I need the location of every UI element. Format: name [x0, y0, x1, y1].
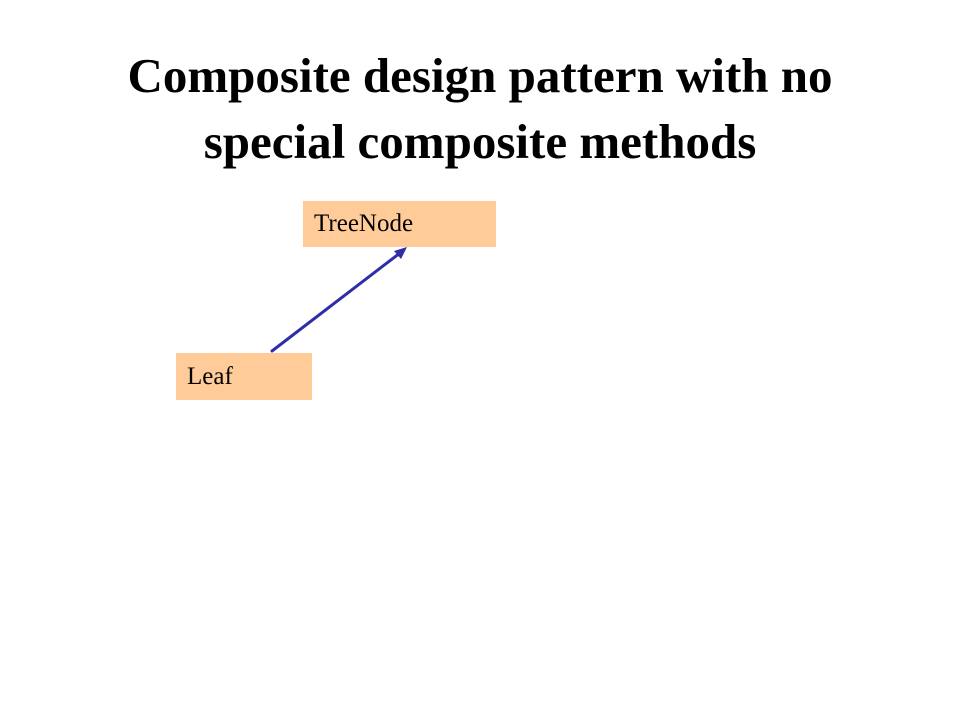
slide-title-line-1: Composite design pattern with no: [127, 47, 833, 103]
arrow-line: [270, 251, 402, 353]
slide-title-line-2: special composite methods: [203, 113, 757, 169]
leaf-label: Leaf: [187, 362, 233, 390]
treenode-label: TreeNode: [314, 210, 414, 237]
slide-title: Composite design pattern with no special…: [0, 33, 960, 175]
leaf-box: Leaf: [176, 353, 312, 400]
arrow-head: [394, 247, 407, 259]
treenode-box: TreeNode: [303, 201, 496, 247]
